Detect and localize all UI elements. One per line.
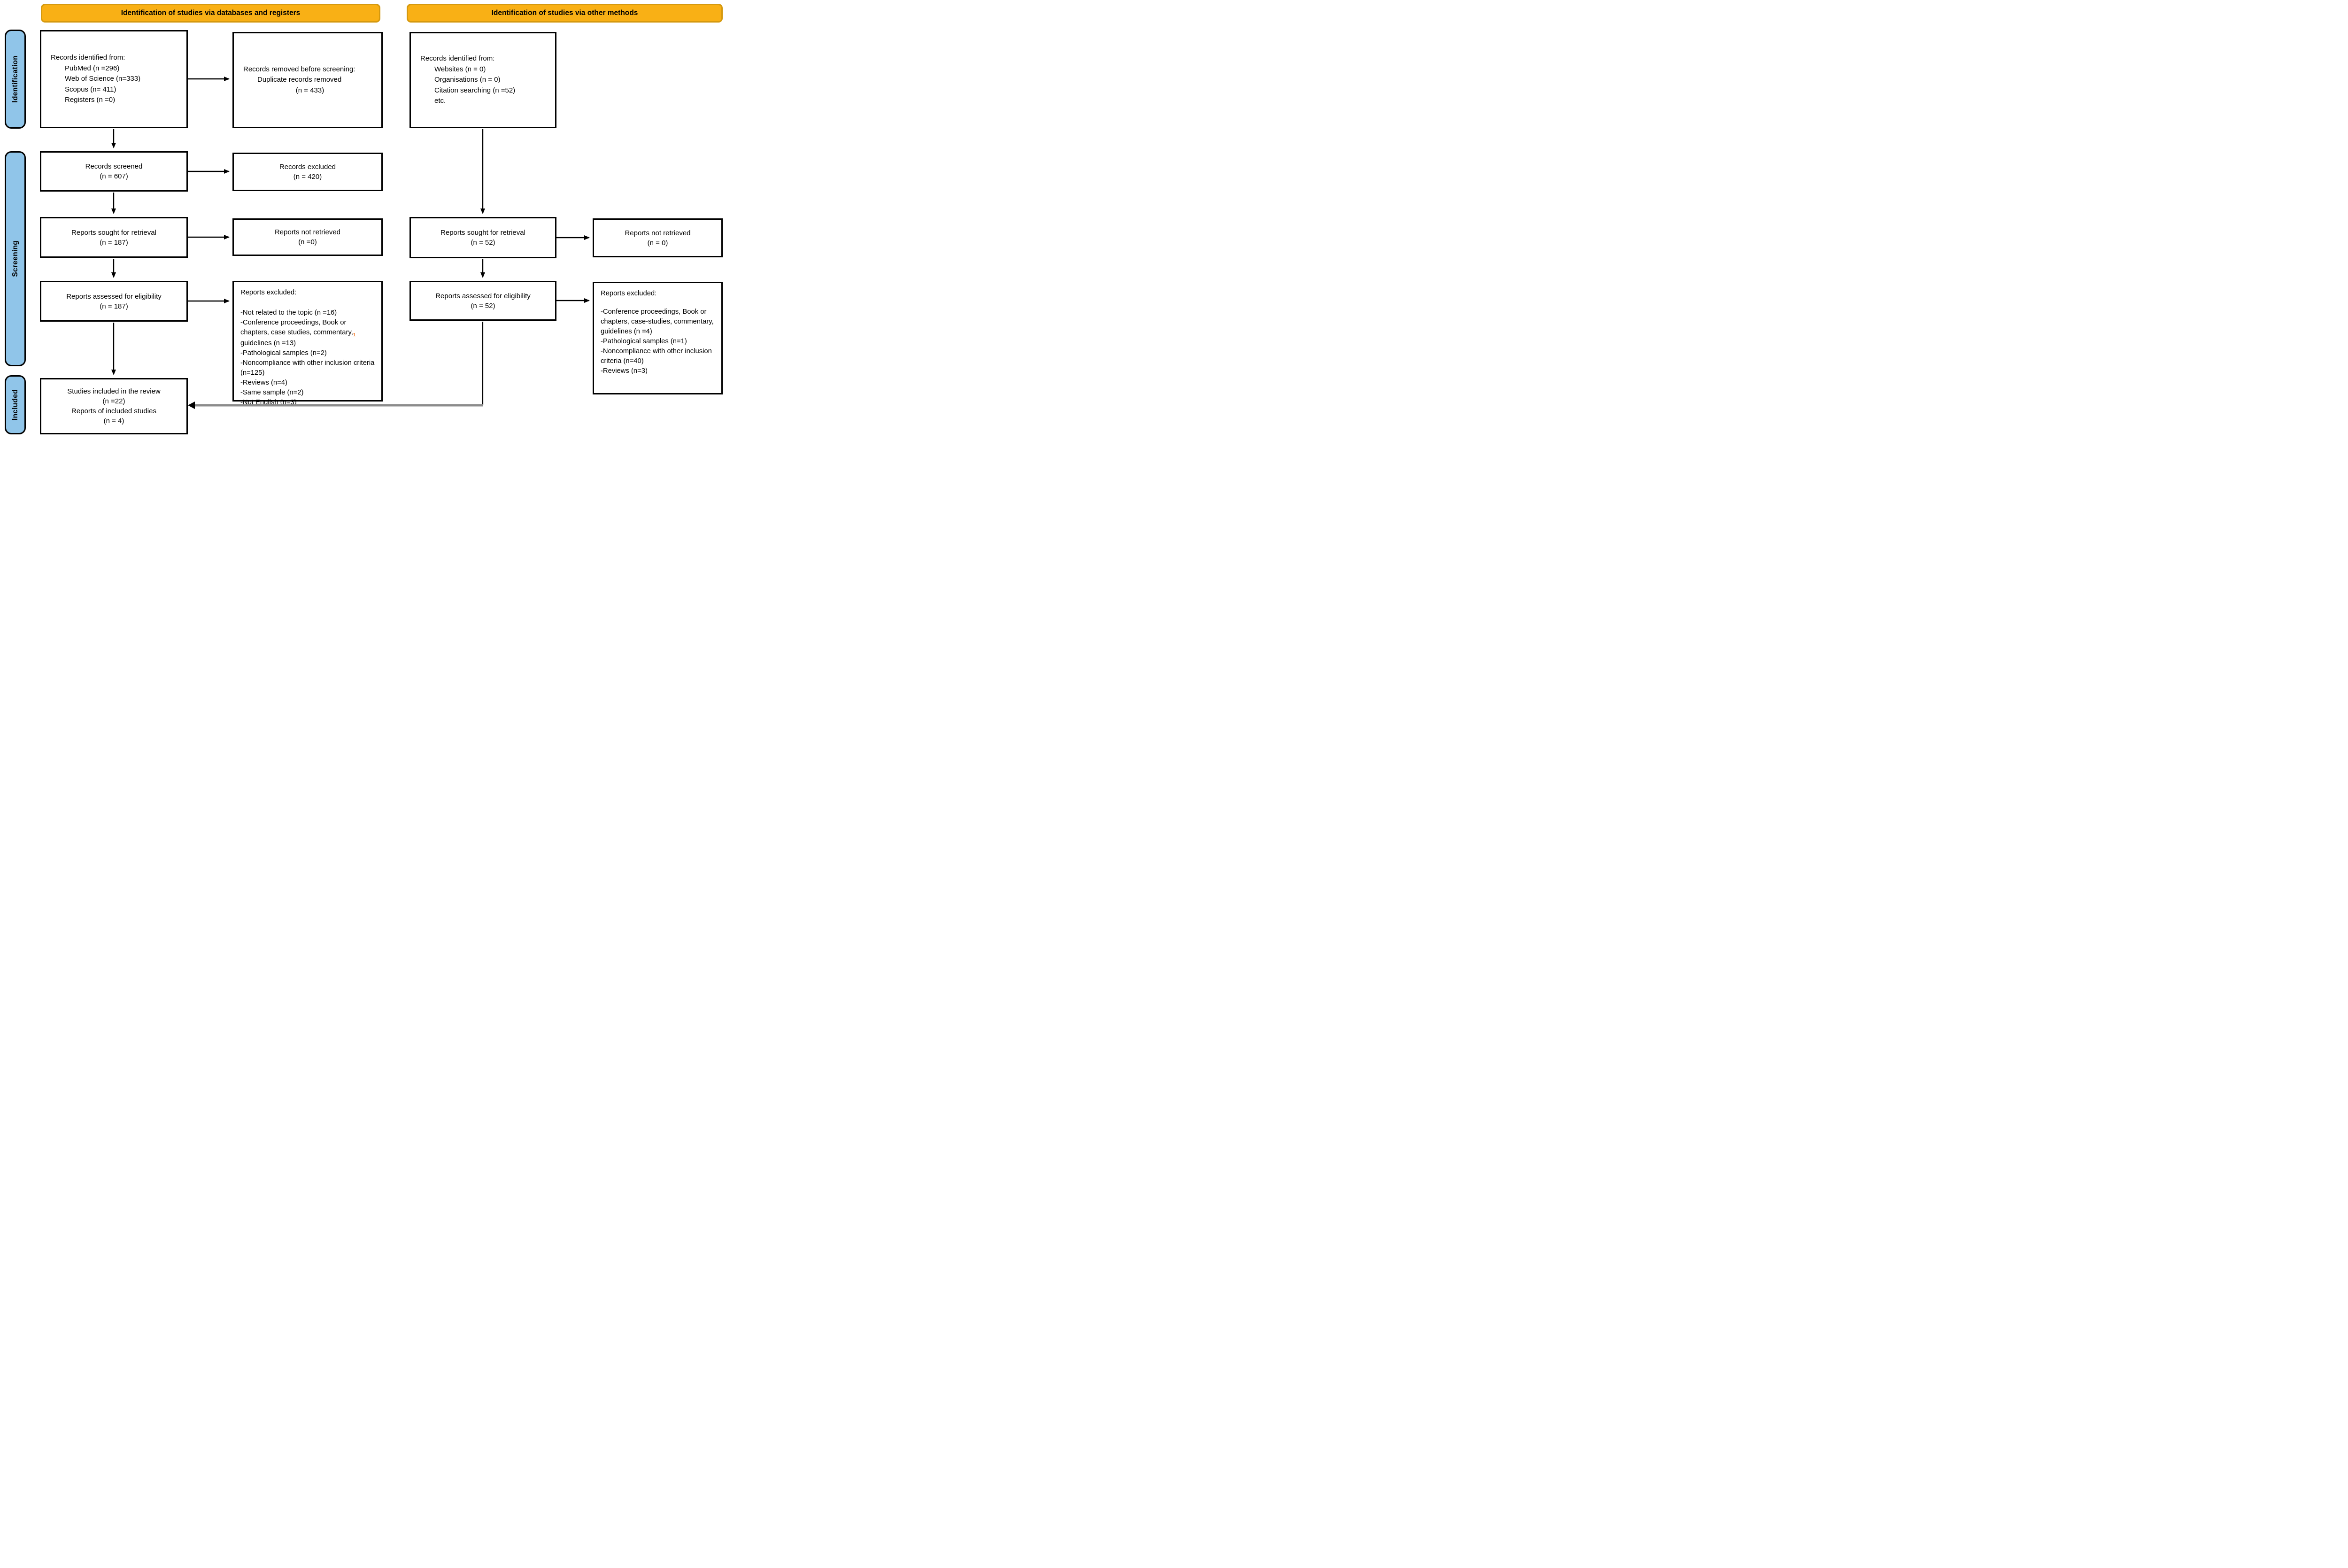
box-line: Records screened <box>85 162 143 170</box>
box-db-reports-excluded: Reports excluded: -Not related to the to… <box>232 281 383 406</box>
banner-other-methods: Identification of studies via other meth… <box>407 4 723 23</box>
list-item: (n = 4) <box>103 417 124 425</box>
box-line: Reports assessed for eligibility <box>435 292 531 300</box>
box-db-reports-assessed: Reports assessed for eligibility (n = 18… <box>40 281 188 322</box>
box-count: (n = 187) <box>100 302 128 310</box>
list-item: -Conference proceedings, Book or chapter… <box>240 319 356 348</box>
box-line: Reports assessed for eligibility <box>66 292 162 301</box>
box-other-records-identified: Records identified from: Websites (n = 0… <box>409 32 556 128</box>
exclusion-reason-list: -Not related to the topic (n =16) -Confer… <box>240 308 377 408</box>
list-item: Studies included in the review <box>67 387 161 395</box>
box-count: (n = 187) <box>100 238 128 247</box>
box-count: (n =0) <box>298 238 317 246</box>
box-line: Records excluded <box>279 163 336 171</box>
banner-databases-label: Identification of studies via databases … <box>121 9 301 17</box>
list-item: -Reviews (n=3) <box>601 367 648 375</box>
list-item: -Noncompliance with other inclusion crit… <box>601 348 712 365</box>
box-title: Reports excluded: <box>240 289 297 296</box>
list-item: Scopus (n= 411) <box>65 85 116 93</box>
list-item: -Conference proceedings, Book or chapter… <box>601 308 714 335</box>
list-item: -Reviews (n=4) <box>240 379 287 387</box>
box-other-reports-sought: Reports sought for retrieval (n = 52) <box>409 217 556 258</box>
box-records-removed: Records removed before screening: Duplic… <box>232 32 383 128</box>
list-item: Citation searching (n =52) <box>434 86 516 94</box>
list-item: Organisations (n = 0) <box>434 76 501 84</box>
box-count: (n = 420) <box>293 173 322 181</box>
stage-included-label: Included <box>11 389 19 421</box>
list-item: -Not related to the topic (n =16) <box>240 309 337 317</box>
stage-identification: Identification <box>5 30 26 129</box>
inserted-change-mark: 1 <box>353 332 356 338</box>
list-item: -Same sample (n=2) <box>240 389 304 397</box>
box-other-reports-not-retrieved: Reports not retrieved (n = 0) <box>593 218 723 257</box>
list-item: Websites (n = 0) <box>434 65 486 73</box>
exclusion-reason-list: -Conference proceedings, Book or chapter… <box>601 307 717 376</box>
list-item: -Pathological samples (n=2) <box>240 349 327 357</box>
banner-other-label: Identification of studies via other meth… <box>491 9 638 17</box>
box-line: Reports sought for retrieval <box>440 229 525 237</box>
box-db-records-identified: Records identified from: PubMed (n =296)… <box>40 30 188 128</box>
box-line: Reports not retrieved <box>625 229 691 237</box>
box-db-reports-sought: Reports sought for retrieval (n = 187) <box>40 217 188 258</box>
stage-identification-label: Identification <box>11 55 19 103</box>
box-other-reports-excluded: Reports excluded: -Conference proceeding… <box>593 282 723 394</box>
stage-screening: Screening <box>5 151 26 366</box>
box-count: (n = 52) <box>471 301 495 310</box>
prisma-flow-diagram: Identification of studies via databases … <box>0 0 726 438</box>
list-item: (n =22) <box>102 397 125 405</box>
box-title: Records identified from: <box>51 54 125 62</box>
list-item: -Pathological samples (n=1) <box>601 338 687 345</box>
list-item: Registers (n =0) <box>65 96 116 104</box>
stage-included: Included <box>5 375 26 434</box>
box-records-excluded: Records excluded (n = 420) <box>232 153 383 191</box>
box-records-screened: Records screened (n = 607) <box>40 151 188 192</box>
box-count: (n = 0) <box>647 239 668 247</box>
list-item: -Not English (n=3) <box>240 399 297 407</box>
list-item: Web of Science (n=333) <box>65 75 141 83</box>
box-count: (n = 52) <box>471 239 495 247</box>
box-title: Records removed before screening: <box>243 65 355 73</box>
list-item: Reports of included studies <box>71 407 156 415</box>
list-item: etc. <box>434 97 446 105</box>
box-title: Reports excluded: <box>601 290 657 297</box>
duplicate-records-line: Duplicate records removed <box>257 76 342 84</box>
duplicate-records-count: (n = 433) <box>295 86 324 94</box>
list-item: PubMed (n =296) <box>65 64 120 72</box>
box-db-reports-not-retrieved: Reports not retrieved (n =0) <box>232 218 383 256</box>
box-studies-included: Studies included in the review (n =22) Rep… <box>40 378 188 434</box>
included-lines: Studies included in the review (n =22) Rep… <box>67 386 160 426</box>
box-other-reports-assessed: Reports assessed for eligibility (n = 52… <box>409 281 556 321</box>
source-list: Websites (n = 0) Organisations (n = 0) Cit… <box>434 64 550 107</box>
stage-screening-label: Screening <box>11 240 19 277</box>
box-count: (n = 607) <box>100 172 128 180</box>
box-line: Reports not retrieved <box>274 228 341 236</box>
banner-databases-registers: Identification of studies via databases … <box>41 4 380 23</box>
list-item: -Noncompliance with other inclusion crit… <box>240 359 375 377</box>
source-list: PubMed (n =296) Web of Science (n=333) Sco… <box>65 63 182 106</box>
box-title: Records identified from: <box>420 54 495 63</box>
arrowhead-into-included <box>188 402 195 409</box>
box-line: Reports sought for retrieval <box>71 228 156 237</box>
